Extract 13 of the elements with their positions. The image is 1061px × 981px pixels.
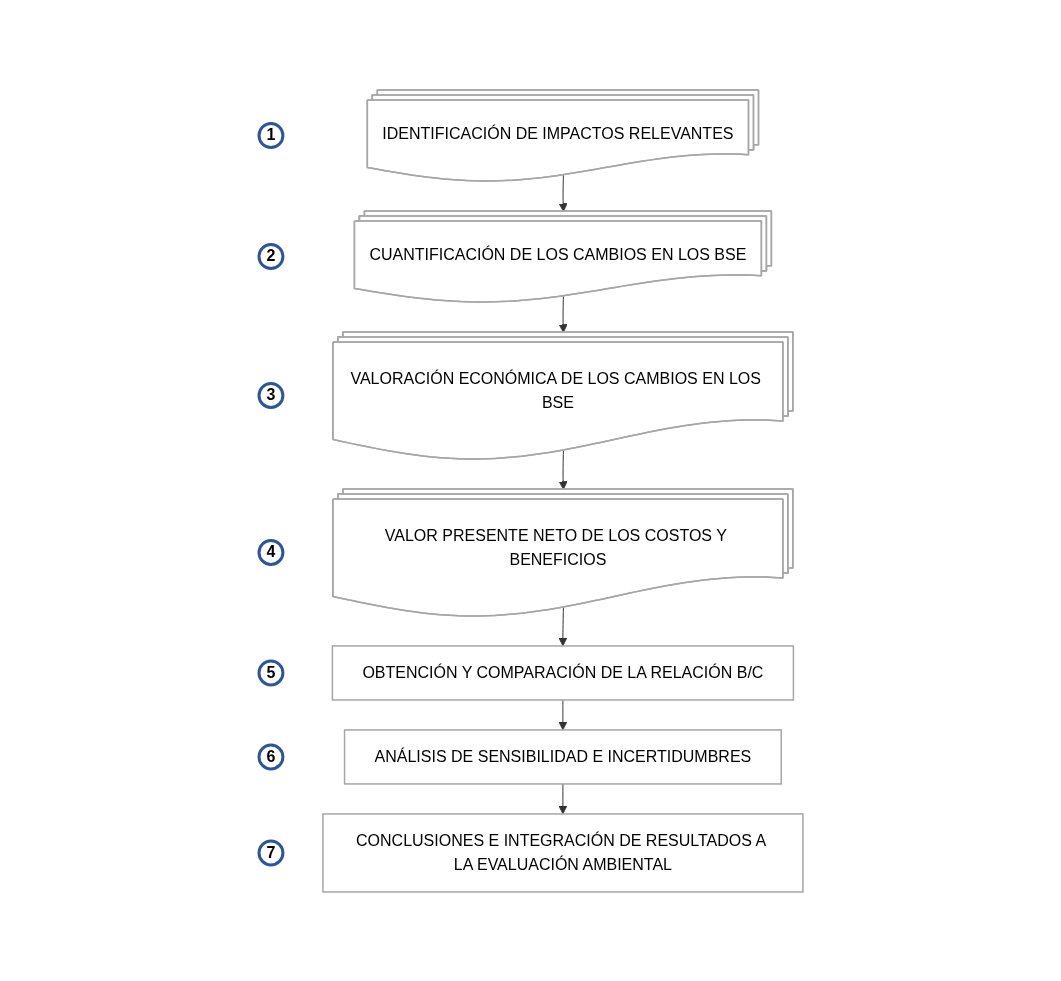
node-box: ANÁLISIS DE SENSIBILIDAD E INCERTIDUMBRES bbox=[343, 728, 782, 785]
arrow bbox=[558, 698, 567, 730]
node-box: CONCLUSIONES E INTEGRACIÓN DE RESULTADOS A LA EVALUACIÓN AMBIENTAL bbox=[321, 812, 804, 893]
node-circle: 1 bbox=[257, 121, 284, 149]
arrow bbox=[558, 782, 567, 814]
node-circle: 4 bbox=[257, 538, 284, 566]
node-box: OBTENCIÓN Y COMPARACIÓN DE LA RELACIÓN B/C bbox=[331, 644, 794, 701]
node-circle: 7 bbox=[257, 839, 284, 866]
node-circle: 5 bbox=[257, 659, 284, 686]
node-circle: 2 bbox=[257, 242, 284, 270]
arrow bbox=[558, 606, 567, 646]
node-circle: 3 bbox=[257, 381, 284, 409]
node-circle: 6 bbox=[257, 743, 284, 770]
